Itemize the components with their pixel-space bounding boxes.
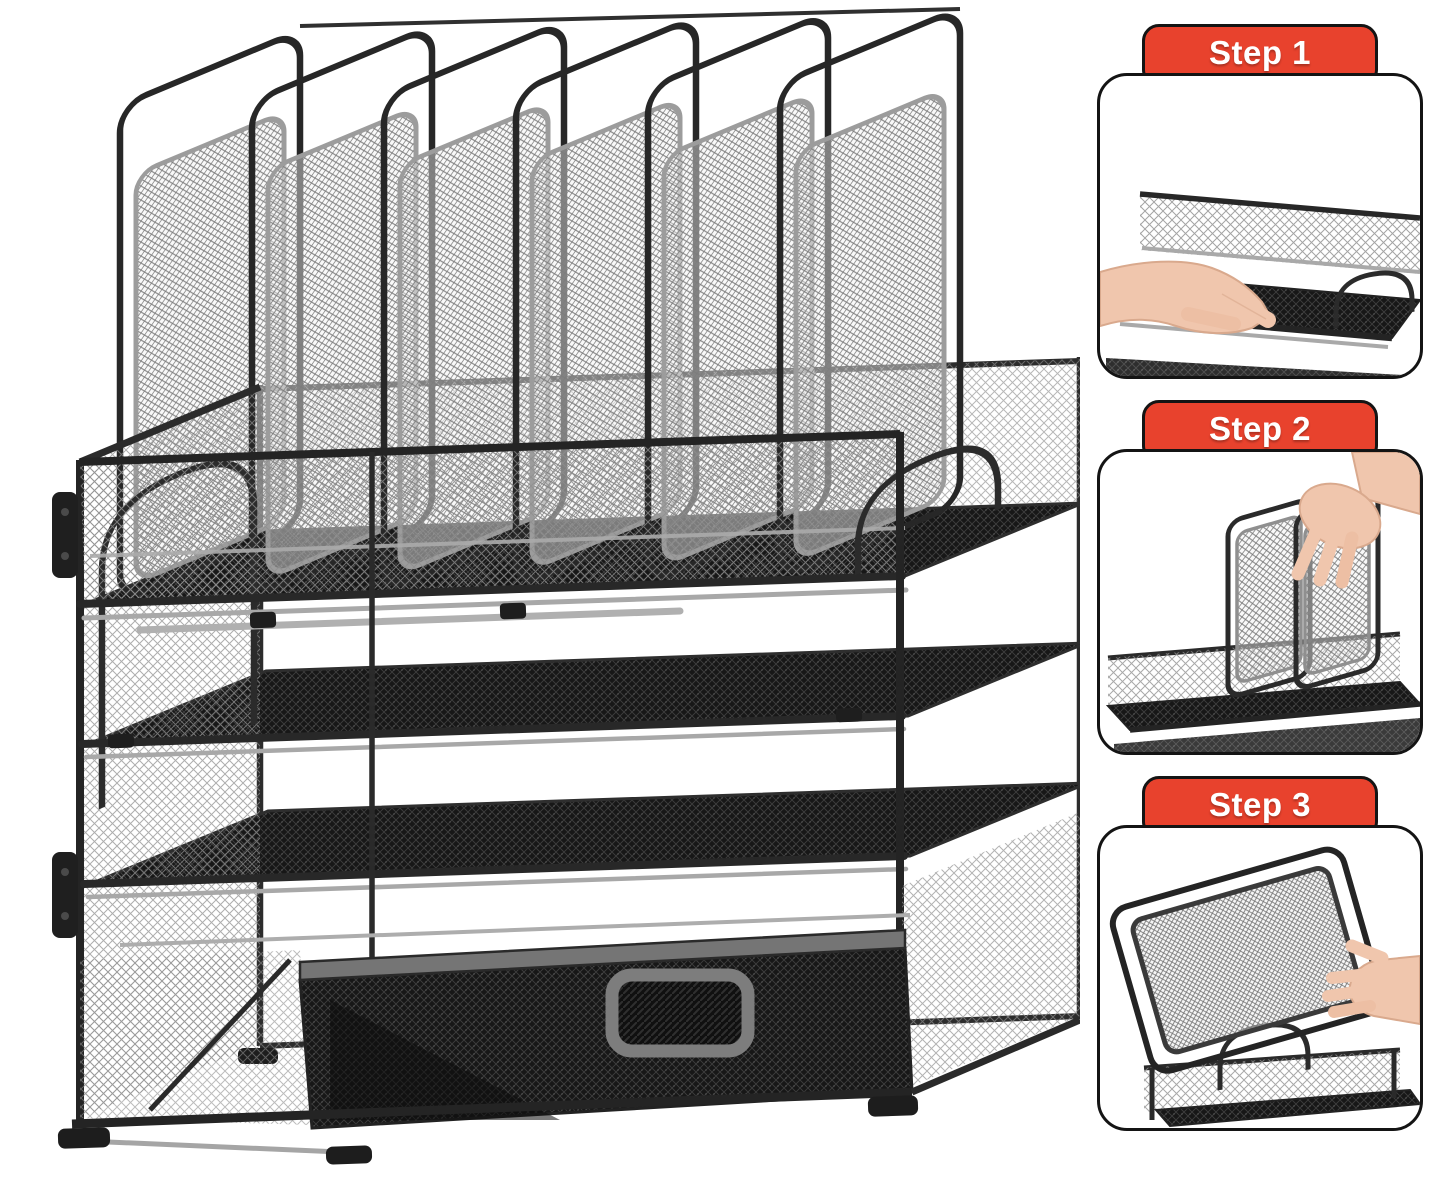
product-illustration [52,7,1080,1165]
right-side-arch-wire [854,445,1002,576]
hand [1100,260,1276,335]
front-foot [325,1145,373,1165]
step-1-card: Step 1 [1097,24,1423,379]
lower-right-mesh-wall [902,812,1080,1090]
front-foot [57,1127,111,1149]
step-2-banner: Step 2 [1142,400,1378,458]
assembly-steps-column: Step 1 [1080,0,1440,1180]
base-frame [57,1016,1080,1165]
storage-drawer [80,913,914,1130]
drawer-top-rail [298,928,907,982]
step-1-panel [1097,73,1423,379]
step-1-banner: Step 1 [1142,24,1378,82]
divider-stabilizer-rod [299,7,961,28]
hinge-bracket [52,852,78,938]
drawer-side-mesh [80,950,310,1125]
step-3-card: Step 3 [1097,776,1423,1131]
drawer-slide-rail [119,913,911,947]
step-3-label: Step 3 [1208,786,1312,823]
side-mesh-panel [1109,846,1385,1074]
hinge-bracket [52,492,78,578]
step-3-photo-attach-side-panel [1109,846,1420,1128]
step-1-label: Step 1 [1208,34,1312,71]
hand [1322,939,1420,1026]
mesh-divider [1225,499,1313,698]
step-2-photo-insert-dividers [1105,452,1420,752]
front-foot [867,1095,919,1117]
slide-rail [136,607,684,634]
step-2-card: Step 2 [1097,400,1423,755]
top-rim-rail [79,430,901,466]
step-2-label: Step 2 [1208,410,1312,447]
hand [1291,452,1420,589]
drawer-handle [605,968,755,1058]
step-2-panel [1097,449,1423,755]
product-photo [52,7,1080,1165]
upright-mesh-dividers [116,7,964,596]
step-3-panel [1097,825,1423,1131]
step-1-photo-slide-tray [1100,191,1420,376]
upper-front-mesh-wall [79,430,906,604]
tray-front-rails [76,572,909,900]
